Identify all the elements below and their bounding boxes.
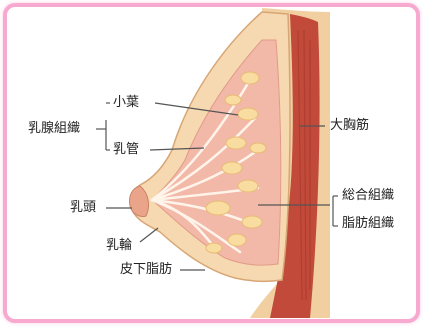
label-subcutaneous-fat: 皮下脂肪 (120, 262, 172, 278)
label-connective-tissue: 総合組織 (342, 188, 394, 204)
label-mammary-tissue: 乳腺組織 (28, 121, 80, 137)
label-adipose-tissue: 脂肪組織 (342, 216, 394, 232)
label-nipple: 乳頭 (70, 200, 96, 216)
label-lobule: 小葉 (113, 95, 139, 111)
label-areola: 乳輪 (106, 238, 132, 254)
label-pectoralis-major: 大胸筋 (330, 118, 369, 134)
label-duct: 乳管 (113, 142, 139, 158)
